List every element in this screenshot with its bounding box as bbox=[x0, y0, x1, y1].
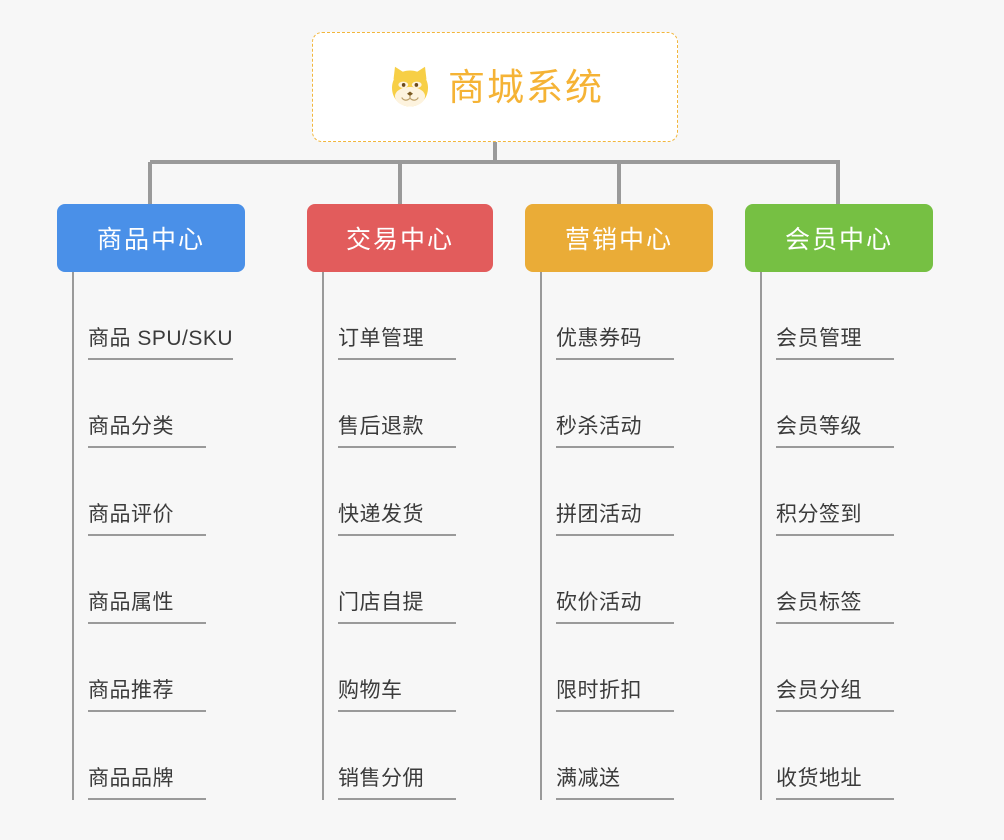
sub-item-label: 销售分佣 bbox=[338, 768, 456, 800]
sub-item[interactable]: 商品推荐 bbox=[57, 624, 247, 712]
sub-item[interactable]: 销售分佣 bbox=[307, 712, 497, 800]
root-title: 商城系统 bbox=[448, 66, 604, 108]
sub-item-list-0: 商品 SPU/SKU 商品分类 商品评价 商品属性 商品推荐 商品品牌 bbox=[57, 272, 247, 800]
sub-item-label: 拼团活动 bbox=[556, 504, 674, 536]
category-header-0[interactable]: 商品中心 bbox=[57, 204, 245, 272]
sub-item[interactable]: 满减送 bbox=[525, 712, 715, 800]
sub-item-label: 商品 SPU/SKU bbox=[88, 328, 234, 360]
sub-item-label: 售后退款 bbox=[338, 416, 456, 448]
sub-item[interactable]: 订单管理 bbox=[307, 272, 497, 360]
tree-rail-3 bbox=[760, 272, 762, 800]
sub-item-label: 秒杀活动 bbox=[556, 416, 674, 448]
sub-item[interactable]: 商品评价 bbox=[57, 448, 247, 536]
sub-item-list-1: 订单管理 售后退款 快递发货 门店自提 购物车 销售分佣 bbox=[307, 272, 497, 800]
sub-item-list-2: 优惠券码 秒杀活动 拼团活动 砍价活动 限时折扣 满减送 bbox=[525, 272, 715, 800]
category-header-label-2: 营销中心 bbox=[564, 226, 673, 254]
sub-item-label: 会员分组 bbox=[776, 680, 894, 712]
sub-item-label: 商品推荐 bbox=[88, 680, 206, 712]
tree-rail-0 bbox=[72, 272, 74, 800]
sub-item-label: 砍价活动 bbox=[556, 592, 674, 624]
sub-item[interactable]: 拼团活动 bbox=[525, 448, 715, 536]
sub-item[interactable]: 积分签到 bbox=[745, 448, 935, 536]
category-header-label-1: 交易中心 bbox=[345, 226, 454, 254]
sub-item-label: 订单管理 bbox=[338, 328, 456, 360]
sub-item[interactable]: 购物车 bbox=[307, 624, 497, 712]
sub-item[interactable]: 商品分类 bbox=[57, 360, 247, 448]
sub-item[interactable]: 会员标签 bbox=[745, 536, 935, 624]
sub-item-label: 门店自提 bbox=[338, 592, 456, 624]
root-node[interactable]: 商城系统 bbox=[312, 32, 678, 142]
sub-item[interactable]: 会员管理 bbox=[745, 272, 935, 360]
sub-item-label: 会员标签 bbox=[776, 592, 894, 624]
sub-item-label: 商品属性 bbox=[88, 592, 206, 624]
sub-item[interactable]: 商品品牌 bbox=[57, 712, 247, 800]
sub-item[interactable]: 限时折扣 bbox=[525, 624, 715, 712]
sub-item[interactable]: 售后退款 bbox=[307, 360, 497, 448]
sub-item-label: 限时折扣 bbox=[556, 680, 674, 712]
category-column-3: 会员中心 会员管理 会员等级 积分签到 会员标签 会员分组 收货地址 bbox=[745, 204, 935, 800]
category-header-3[interactable]: 会员中心 bbox=[745, 204, 933, 272]
sub-item-label: 积分签到 bbox=[776, 504, 894, 536]
sub-item[interactable]: 优惠券码 bbox=[525, 272, 715, 360]
category-header-1[interactable]: 交易中心 bbox=[307, 204, 493, 272]
category-header-label-3: 会员中心 bbox=[784, 226, 893, 254]
shiba-dog-icon bbox=[392, 66, 428, 107]
sub-item-label: 满减送 bbox=[556, 768, 674, 800]
sub-item-label: 商品品牌 bbox=[88, 768, 206, 800]
sub-item[interactable]: 商品属性 bbox=[57, 536, 247, 624]
sub-item[interactable]: 会员等级 bbox=[745, 360, 935, 448]
category-header-2[interactable]: 营销中心 bbox=[525, 204, 713, 272]
sub-item[interactable]: 快递发货 bbox=[307, 448, 497, 536]
category-column-2: 营销中心 优惠券码 秒杀活动 拼团活动 砍价活动 限时折扣 满减送 bbox=[525, 204, 715, 800]
sub-item-label: 会员等级 bbox=[776, 416, 894, 448]
category-column-1: 交易中心 订单管理 售后退款 快递发货 门店自提 购物车 销售分佣 bbox=[307, 204, 497, 800]
sub-item[interactable]: 收货地址 bbox=[745, 712, 935, 800]
sub-item-list-3: 会员管理 会员等级 积分签到 会员标签 会员分组 收货地址 bbox=[745, 272, 935, 800]
sub-item-label: 商品分类 bbox=[88, 416, 206, 448]
category-header-label-0: 商品中心 bbox=[96, 226, 205, 254]
sub-item[interactable]: 砍价活动 bbox=[525, 536, 715, 624]
sub-item[interactable]: 秒杀活动 bbox=[525, 360, 715, 448]
sub-item[interactable]: 商品 SPU/SKU bbox=[57, 272, 247, 360]
tree-rail-1 bbox=[322, 272, 324, 800]
sub-item-label: 会员管理 bbox=[776, 328, 894, 360]
sub-item-label: 优惠券码 bbox=[556, 328, 674, 360]
sub-item-label: 快递发货 bbox=[338, 504, 456, 536]
sub-item-label: 购物车 bbox=[338, 680, 456, 712]
sub-item-label: 商品评价 bbox=[88, 504, 206, 536]
sub-item[interactable]: 门店自提 bbox=[307, 536, 497, 624]
tree-rail-2 bbox=[540, 272, 542, 800]
category-column-0: 商品中心 商品 SPU/SKU 商品分类 商品评价 商品属性 商品推荐 商品品牌 bbox=[57, 204, 247, 800]
sub-item[interactable]: 会员分组 bbox=[745, 624, 935, 712]
sub-item-label: 收货地址 bbox=[776, 768, 894, 800]
